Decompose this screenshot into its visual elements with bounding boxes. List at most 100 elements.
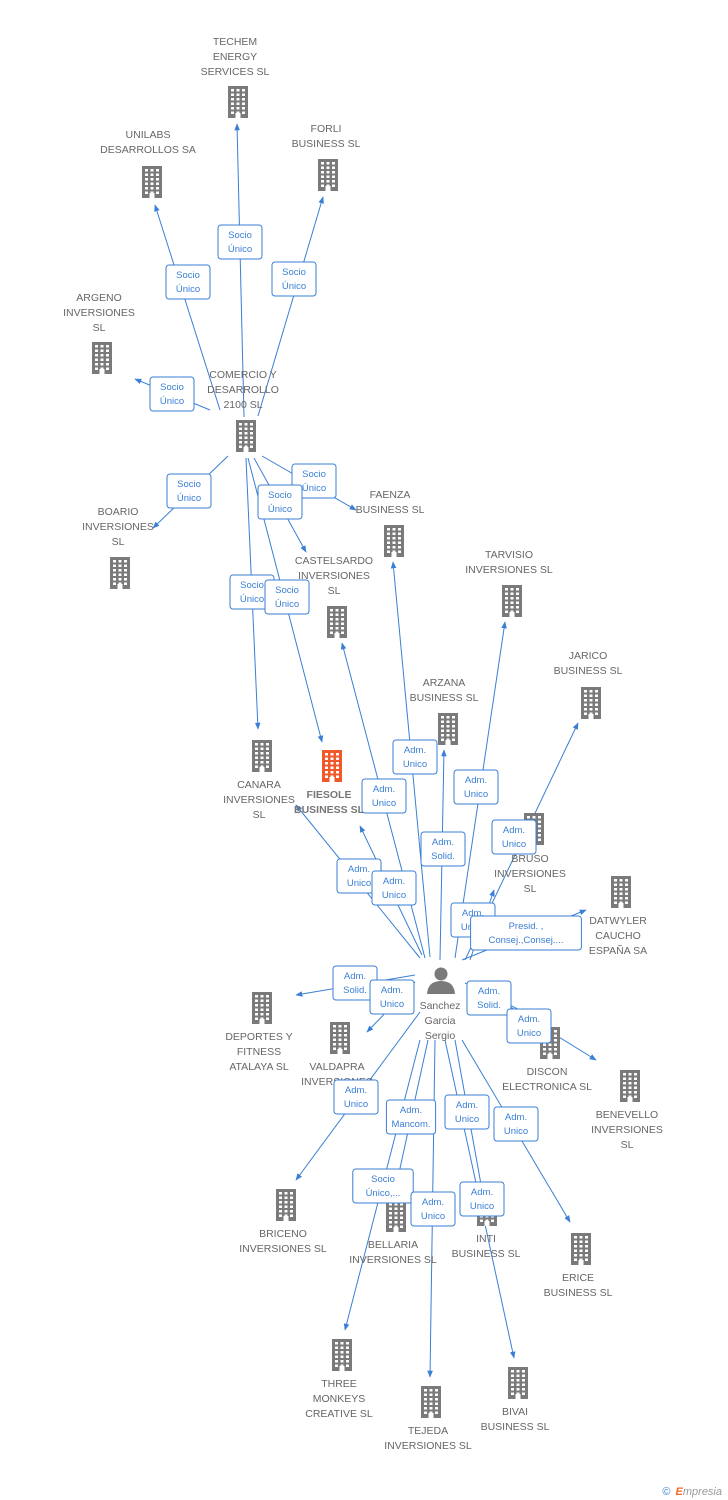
building-icon	[228, 86, 248, 118]
node-three[interactable]: THREE MONKEYS CREATIVE SL	[305, 1339, 373, 1420]
node-label-line: ELECTRONICA SL	[502, 1081, 592, 1093]
building-icon	[438, 713, 458, 745]
node-label-line: BOARIO	[98, 506, 139, 518]
relation-label[interactable]: Adm.Unico	[371, 870, 417, 906]
relation-label[interactable]: Adm. Unico	[493, 1106, 539, 1142]
relation-label-text: Adm.	[465, 775, 487, 786]
relation-label-text: Unico	[504, 1126, 528, 1137]
relation-label[interactable]: Adm.Unico	[491, 819, 537, 855]
relation-label-text: Único	[176, 284, 200, 295]
node-label-line: BENEVELLO	[596, 1109, 658, 1121]
node-label-line: CAUCHO	[595, 930, 641, 942]
node-label-line: ATALAYA SL	[229, 1061, 288, 1073]
node-label-line: BUSINESS SL	[294, 804, 365, 816]
node-label-line: BUSINESS SL	[410, 692, 479, 704]
relation-label-text: Unico	[455, 1114, 479, 1125]
relation-label[interactable]: Adm.Unico	[361, 778, 407, 814]
relation-label[interactable]: Adm. Unico	[453, 769, 499, 805]
node-label-line: Sergio	[425, 1030, 456, 1042]
relation-label-text: Adm.	[400, 1105, 422, 1116]
relation-label-text: Adm.	[373, 784, 395, 795]
relation-label-text: Socio	[240, 580, 264, 591]
relation-label-text: Adm.	[383, 876, 405, 887]
relation-label[interactable]: Adm.Unico	[333, 1079, 379, 1115]
node-label-line: ESPAÑA SA	[589, 944, 647, 957]
relation-label-text: Unico	[470, 1201, 494, 1212]
relation-label-text: Mancom.	[391, 1119, 430, 1130]
relation-label[interactable]: Adm. Unico	[444, 1094, 490, 1130]
relation-label-text: Adm.	[348, 864, 370, 875]
relation-label-text: Único	[240, 594, 264, 605]
node-label-line: INVERSIONES	[494, 868, 566, 880]
relation-label[interactable]: Adm.Unico	[392, 739, 438, 775]
relation-label[interactable]: Adm.Solid.	[420, 831, 466, 867]
relation-label[interactable]: Adm. Mancom.	[385, 1099, 437, 1135]
building-icon	[327, 606, 347, 638]
node-label-line: BUSINESS SL	[554, 665, 623, 677]
relation-label-text: Socio	[228, 230, 252, 241]
node-label-line: SL	[328, 585, 341, 597]
relation-label-text: Adm.	[456, 1100, 478, 1111]
relation-label[interactable]: Adm.Unico	[506, 1008, 552, 1044]
relation-label-text: Unico	[464, 789, 488, 800]
relation-label-text: Adm.	[503, 825, 525, 836]
node-valdapra[interactable]: VALDAPRAINVERSIONES	[301, 1022, 373, 1088]
relation-label[interactable]: Adm.Unico	[410, 1191, 456, 1227]
node-label-line: 2100 SL	[223, 399, 262, 411]
relation-label-text: Socio	[176, 270, 200, 281]
node-label-line: FORLI	[311, 123, 342, 135]
relation-label-text: Adm.	[404, 745, 426, 756]
relation-label[interactable]: SocioÚnico,...	[352, 1168, 414, 1204]
building-icon	[236, 420, 256, 452]
relation-label[interactable]: Adm. Unico	[459, 1181, 505, 1217]
relation-label-text: Adm.	[471, 1187, 493, 1198]
building-icon	[421, 1386, 441, 1418]
relation-label[interactable]: Adm.Unico	[369, 979, 415, 1015]
node-label-line: THREE	[321, 1378, 357, 1390]
node-label-line: TARVISIO	[485, 549, 533, 561]
building-icon	[611, 876, 631, 908]
node-label-line: MONKEYS	[313, 1393, 366, 1405]
relation-label-text: Adm.	[505, 1112, 527, 1123]
relation-label[interactable]: Adm.Solid.	[466, 980, 512, 1016]
relation-label[interactable]: Adm.Unico	[336, 858, 382, 894]
node-label-line: CREATIVE SL	[305, 1408, 373, 1420]
relation-label[interactable]: Presid. ,Consej.,Consej....	[470, 915, 582, 951]
node-label-line: ERICE	[562, 1272, 594, 1284]
node-label-line: DEPORTES Y	[225, 1031, 292, 1043]
node-label-line: BELLARIA	[368, 1239, 418, 1251]
node-label-line: SERVICES SL	[201, 66, 270, 78]
relation-label-text: Adm.	[462, 908, 484, 919]
